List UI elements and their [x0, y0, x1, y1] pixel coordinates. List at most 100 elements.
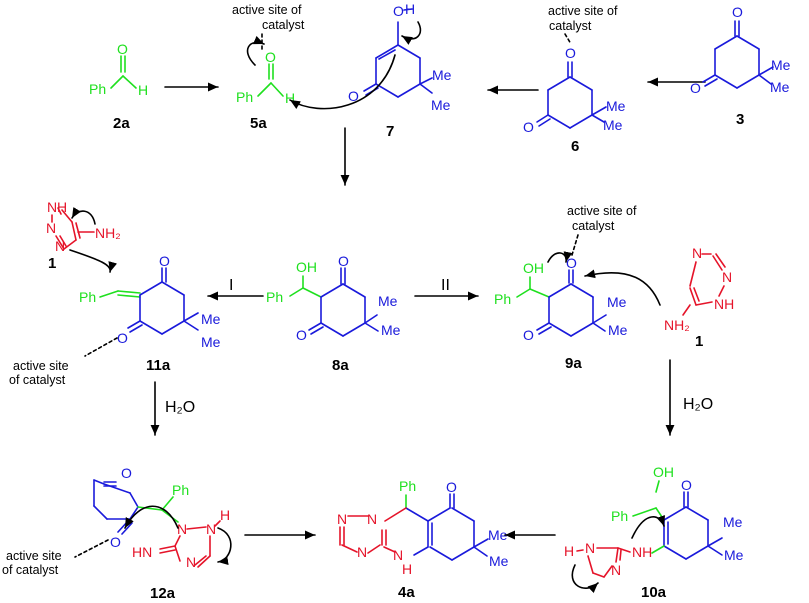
svg-text:Me: Me [201, 334, 221, 350]
svg-text:catalyst: catalyst [549, 19, 592, 33]
label-10a: 10a [641, 584, 667, 601]
label-9a: 9a [565, 355, 582, 372]
svg-text:N: N [186, 554, 196, 570]
svg-text:Ph: Ph [494, 291, 511, 307]
compound-3: O O Me Me 3 [690, 4, 791, 128]
svg-text:NH₂: NH₂ [664, 317, 690, 333]
label-8a: 8a [332, 357, 349, 374]
svg-text:NH: NH [632, 544, 652, 560]
compound-8a: OH Ph O O Me Me 8a [266, 253, 401, 374]
svg-text:N: N [393, 547, 403, 563]
svg-text:H: H [564, 543, 574, 559]
svg-text:active site of: active site of [567, 204, 637, 218]
compound-11a: Ph O O Me Me active site of catalyst 11a [9, 253, 221, 387]
svg-text:Me: Me [724, 547, 744, 563]
svg-text:Ph: Ph [399, 478, 416, 494]
compound-5a: active site of catalyst Ph O H 5a [232, 3, 305, 132]
compound-9a: active site of catalyst OH Ph O O Me Me … [494, 204, 661, 372]
svg-text:HN: HN [132, 544, 152, 560]
label-1-left: 1 [48, 255, 56, 272]
svg-text:N: N [692, 245, 702, 261]
label-1-right: 1 [695, 333, 703, 350]
svg-text:O: O [566, 255, 577, 271]
svg-text:of catalyst: of catalyst [2, 563, 59, 577]
svg-text:NH: NH [714, 296, 734, 312]
svg-text:H: H [285, 90, 295, 106]
label-path-I: I [229, 277, 233, 294]
svg-text:Me: Me [432, 67, 452, 83]
svg-text:of catalyst: of catalyst [9, 373, 66, 387]
svg-text:Me: Me [608, 322, 628, 338]
label-6: 6 [571, 138, 579, 155]
svg-text:Me: Me [378, 293, 398, 309]
svg-text:O: O [690, 80, 701, 96]
svg-text:N: N [55, 238, 65, 254]
svg-text:Me: Me [201, 311, 221, 327]
svg-text:O: O [393, 3, 404, 19]
svg-text:Me: Me [381, 322, 401, 338]
svg-text:Me: Me [431, 97, 451, 113]
svg-text:N: N [177, 521, 187, 537]
compound-10a: OH Ph O Me Me NH N H N 10a [564, 464, 744, 601]
svg-text:N: N [357, 544, 367, 560]
svg-text:active site of: active site of [548, 4, 618, 18]
compound-2a: Ph O H 2a [89, 41, 148, 132]
svg-text:O: O [446, 479, 457, 495]
compound-4a: Ph O Me Me N N H N N 4a [337, 478, 509, 601]
compound-6: active site of catalyst O O Me Me 6 [523, 4, 626, 155]
label-water-right: H₂O [683, 396, 713, 413]
svg-text:active site: active site [6, 549, 62, 563]
svg-text:Ph: Ph [79, 289, 96, 305]
svg-text:O: O [121, 465, 132, 481]
svg-text:O: O [565, 45, 576, 61]
svg-text:Ph: Ph [611, 508, 628, 524]
svg-text:O: O [338, 253, 349, 269]
svg-text:Ph: Ph [172, 482, 189, 498]
svg-text:N: N [337, 511, 347, 527]
svg-text:O: O [117, 330, 128, 346]
label-12a: 12a [150, 585, 176, 602]
label-11a: 11a [146, 357, 171, 374]
svg-text:Me: Me [488, 527, 508, 543]
compound-7: O H O Me Me 7 [289, 1, 452, 140]
svg-text:Me: Me [489, 553, 509, 569]
svg-text:N: N [206, 521, 216, 537]
svg-text:H: H [220, 507, 230, 523]
label-3: 3 [736, 111, 744, 128]
svg-text:active site of: active site of [232, 3, 302, 17]
svg-text:active site: active site [13, 359, 69, 373]
svg-text:O: O [348, 88, 359, 104]
svg-text:O: O [681, 477, 692, 493]
compound-1-right: N N NH NH₂ 1 [664, 245, 734, 350]
svg-text:O: O [523, 327, 534, 343]
svg-text:Ph: Ph [266, 289, 283, 305]
compound-12a: O O Ph N N H N HN active site of c [2, 465, 232, 602]
svg-text:O: O [732, 4, 743, 20]
svg-text:OH: OH [523, 260, 544, 276]
svg-text:Me: Me [603, 117, 623, 133]
label-path-II: II [441, 277, 450, 294]
svg-text:N: N [47, 199, 57, 215]
svg-text:Me: Me [607, 294, 627, 310]
svg-text:Me: Me [606, 98, 626, 114]
svg-text:O: O [117, 41, 128, 57]
svg-text:Ph: Ph [236, 89, 253, 105]
svg-text:Me: Me [770, 79, 790, 95]
svg-text:OH: OH [653, 464, 674, 480]
svg-text:N: N [585, 540, 595, 556]
svg-text:N: N [46, 220, 56, 236]
svg-text:H: H [57, 199, 67, 215]
svg-text:N: N [722, 269, 732, 285]
svg-text:H: H [402, 561, 412, 577]
label-4a: 4a [398, 584, 415, 601]
svg-text:O: O [523, 119, 534, 135]
label-2a: 2a [113, 115, 130, 132]
label-5a: 5a [250, 115, 267, 132]
svg-text:OH: OH [296, 259, 317, 275]
svg-text:O: O [159, 253, 170, 269]
svg-text:O: O [110, 534, 121, 550]
svg-text:Me: Me [771, 57, 791, 73]
svg-text:N: N [611, 562, 621, 578]
svg-text:O: O [296, 327, 307, 343]
